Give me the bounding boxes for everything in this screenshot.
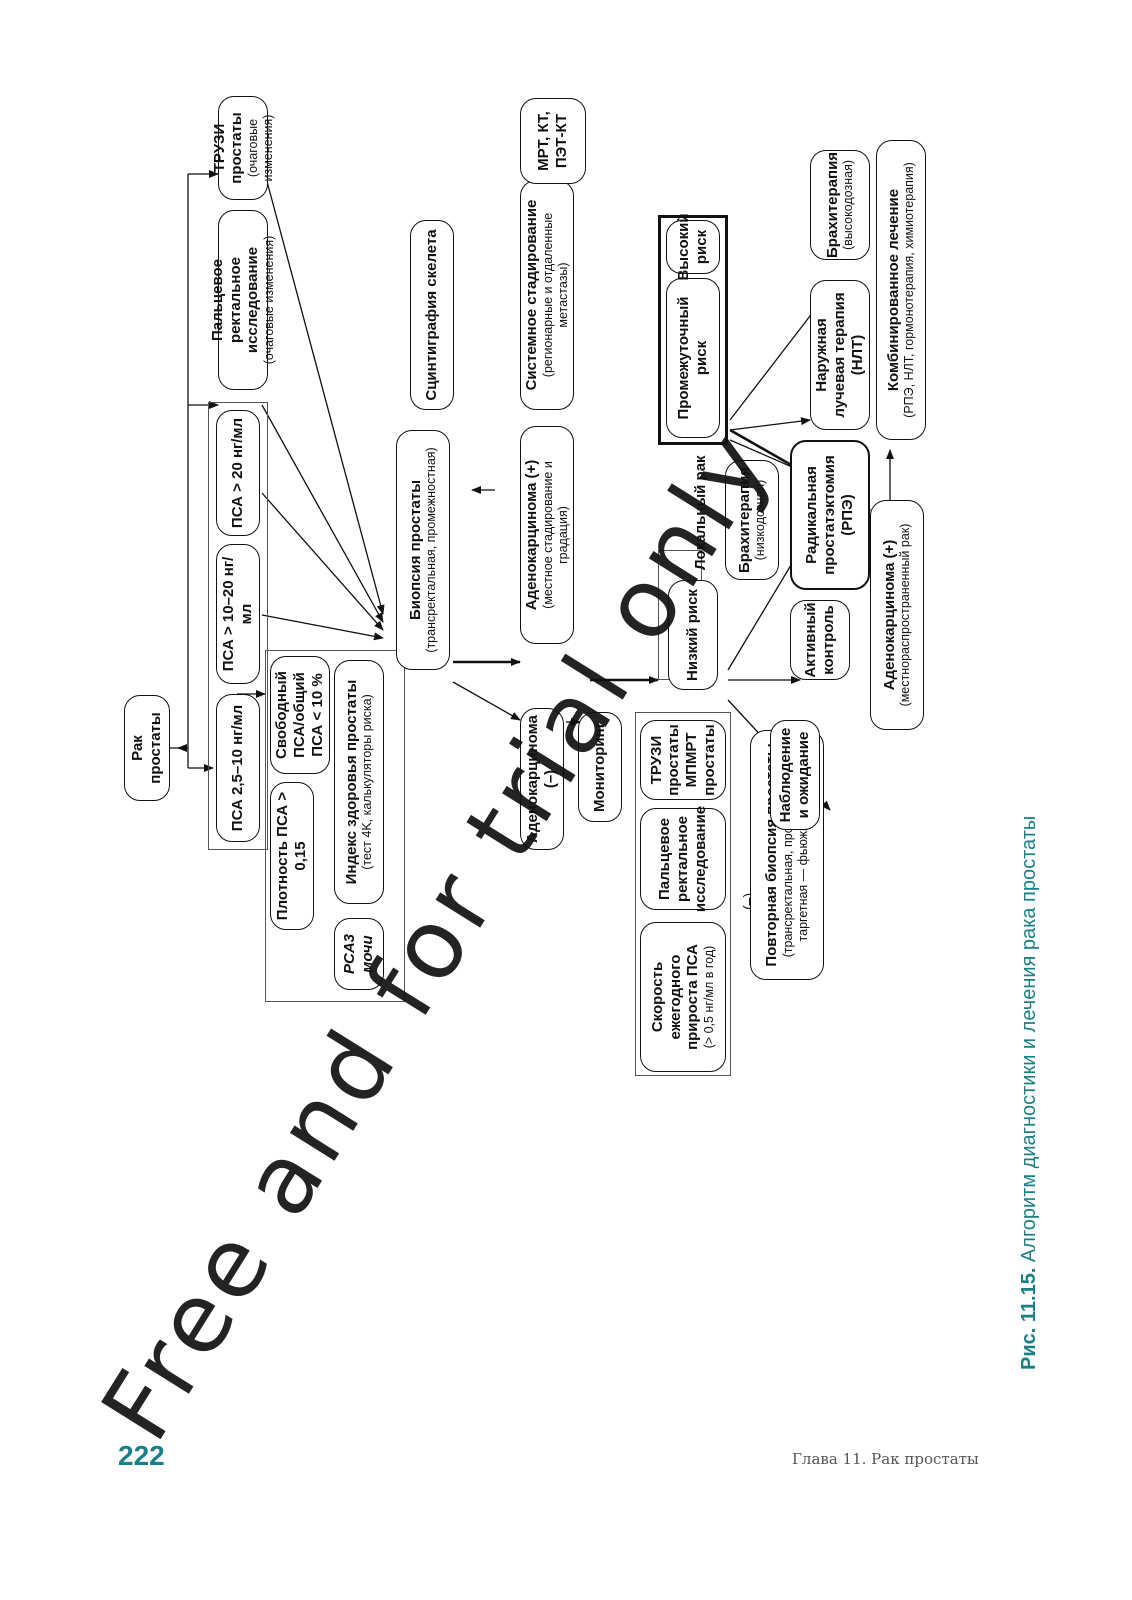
node-scint-title: Сцинтиграфия скелета	[423, 229, 441, 401]
node-psa-10-20: ПСА > 10–20 нг/мл	[216, 544, 260, 684]
node-trus-title: ТРУЗИ простаты	[210, 112, 246, 184]
node-scint: Сцинтиграфия скелета	[410, 220, 454, 410]
node-dre2-title: Пальцевое ректальное исследование	[656, 805, 709, 913]
node-high: Высокий риск	[666, 213, 720, 281]
node-psa-2-5-10: ПСА 2,5–10 нг/мл	[216, 694, 260, 842]
node-low-title: Низкий риск	[684, 589, 702, 681]
node-combined-sub: (РПЭ, НЛТ, гормонотерапия, химиотерапия)	[902, 162, 917, 418]
node-mrt: МРТ, КТ, ПЭТ-КТ	[520, 98, 586, 184]
edge-int-nlt	[729, 417, 811, 431]
node-adeno-neg: Аденокарцинома (–)	[520, 708, 564, 850]
page-number: 222	[118, 1440, 165, 1471]
node-combined: Комбинированное лечение (РПЭ, НЛТ, гормо…	[876, 140, 926, 440]
node-brachy-low-sub: (низкодозная)	[753, 479, 768, 561]
figure-caption-text: Алгоритм диагностики и лечения рака прос…	[1018, 815, 1040, 1263]
node-trus: ТРУЗИ простаты (очаговые изменения)	[211, 96, 275, 200]
node-dre-sub: (очаговые изменения)	[262, 235, 277, 365]
node-phi-sub: (тест 4K, калькуляторы риска)	[360, 694, 375, 870]
node-low: Низкий риск	[668, 580, 718, 690]
node-active-title: Активный контроль	[802, 602, 837, 678]
node-free-psa-title: Свободный ПСА/общий ПСА < 10 %	[273, 671, 326, 759]
node-system-staging-title: Системное стадирование	[523, 199, 541, 391]
node-adeno-pos2-title: Аденокарцинома (+)	[880, 539, 898, 691]
running-head: Глава 11. Рак простаты	[792, 1450, 979, 1468]
local-cancer-label: Локальный рак	[692, 455, 709, 570]
node-psa-20: ПСА > 20 нг/мл	[216, 410, 260, 536]
node-active: Активный контроль	[790, 600, 850, 680]
node-velocity-sub: (> 0,5 нг/мл в год)	[702, 945, 717, 1049]
node-rpe-title: Радикальная простатэктомия (РПЭ)	[803, 455, 856, 575]
edge-psa2-biopsy	[261, 614, 384, 641]
node-dre2: Пальцевое ректальное исследование	[640, 805, 726, 913]
node-monitoring-title: Мониторинг	[591, 722, 609, 812]
node-psa-20-title: ПСА > 20 нг/мл	[229, 417, 247, 529]
node-dre-title: Пальцевое ректальное исследование	[209, 246, 262, 354]
node-brachy-high-title: Брахитерапия	[823, 151, 841, 259]
node-velocity: Скорость ежегодного прироста ПСА (> 0,5 …	[640, 922, 726, 1072]
node-monitoring: Мониторинг	[578, 712, 622, 822]
node-adeno-pos-sub: (местное стадирование и градация)	[541, 461, 570, 609]
node-system-staging-sub: (регионарные и отдаленные метастазы)	[541, 212, 570, 378]
flowchart: Рак простаты ПСА 2,5–10 нг/мл ПСА > 10–2…	[110, 90, 930, 1450]
node-pca3: PCA3 мочи	[334, 918, 384, 990]
node-adeno-pos2-sub: (местнораспространенный рак)	[898, 523, 913, 707]
node-psa-10-20-title: ПСА > 10–20 нг/мл	[220, 556, 255, 672]
node-adeno-pos-title: Аденокарцинома (+)	[523, 459, 541, 611]
node-high-title: Высокий риск	[675, 213, 710, 281]
edge-low-brachy	[727, 549, 801, 671]
node-dre: Пальцевое ректальное исследование (очаго…	[209, 210, 276, 390]
edge-psa3-biopsy	[261, 492, 384, 631]
node-free-psa: Свободный ПСА/общий ПСА < 10 %	[270, 656, 330, 774]
node-rpe: Радикальная простатэктомия (РПЭ)	[790, 440, 870, 590]
node-trus-mp-title: ТРУЗИ простаты МПМРТ простаты	[647, 724, 718, 796]
node-adeno-neg-title: Аденокарцинома (–)	[524, 715, 559, 843]
node-root: Рак простаты	[124, 695, 170, 801]
node-nlt-title: Наружная лучевая терапия (НЛТ)	[813, 292, 866, 418]
node-watch-title: Наблюдение и ожидание	[777, 727, 812, 823]
node-phi-title: Индекс здоровья простаты	[342, 679, 360, 885]
node-velocity-title: Скорость ежегодного прироста ПСА	[649, 944, 702, 1050]
node-pca3-title: PCA3 мочи	[341, 934, 376, 975]
node-adeno-pos: Аденокарцинома (+) (местное стадирование…	[520, 426, 574, 644]
node-mrt-title: МРТ, КТ, ПЭТ-КТ	[535, 111, 570, 171]
node-density: Плотность ПСА > 0,15	[270, 782, 314, 930]
node-root-title: Рак простаты	[129, 712, 164, 784]
node-brachy-high-sub: (высокодозная)	[841, 159, 856, 251]
node-combined-title: Комбинированное лечение	[884, 188, 902, 392]
node-system-staging: Системное стадирование (регионарные и от…	[520, 180, 574, 410]
node-density-title: Плотность ПСА > 0,15	[274, 791, 309, 921]
node-biopsy-sub: (трансректальная, промежностная)	[424, 447, 439, 653]
edge-trus-biopsy	[264, 173, 385, 615]
node-brachy-low: Брахитерапия (низкодозная)	[725, 460, 779, 580]
node-brachy-low-title: Брахитерапия	[735, 466, 753, 574]
node-phi: Индекс здоровья простаты (тест 4K, кальк…	[334, 660, 384, 904]
edge-biopsy-adenoneg	[452, 681, 521, 721]
node-biopsy: Биопсия простаты (трансректальная, проме…	[396, 430, 450, 670]
node-intermediate-title: Промежуточный риск	[675, 296, 710, 420]
node-brachy-high: Брахитерапия (высокодозная)	[810, 150, 870, 260]
node-intermediate: Промежуточный риск	[666, 278, 720, 438]
figure-caption: Рис. 11.15. Алгоритм диагностики и лечен…	[1018, 530, 1041, 1370]
figure-caption-label: Рис. 11.15.	[1018, 1267, 1040, 1370]
node-nlt: Наружная лучевая терапия (НЛТ)	[810, 280, 870, 430]
node-adeno-pos2: Аденокарцинома (+) (местнораспространенн…	[870, 500, 924, 730]
edge-dre-biopsy	[261, 404, 384, 623]
node-watch: Наблюдение и ожидание	[770, 720, 820, 830]
node-trus-sub: (очаговые изменения)	[245, 114, 275, 182]
node-psa-2-5-10-title: ПСА 2,5–10 нг/мл	[229, 704, 247, 832]
node-biopsy-title: Биопсия простаты	[406, 479, 424, 621]
node-trus-mp: ТРУЗИ простаты МПМРТ простаты	[640, 720, 726, 800]
